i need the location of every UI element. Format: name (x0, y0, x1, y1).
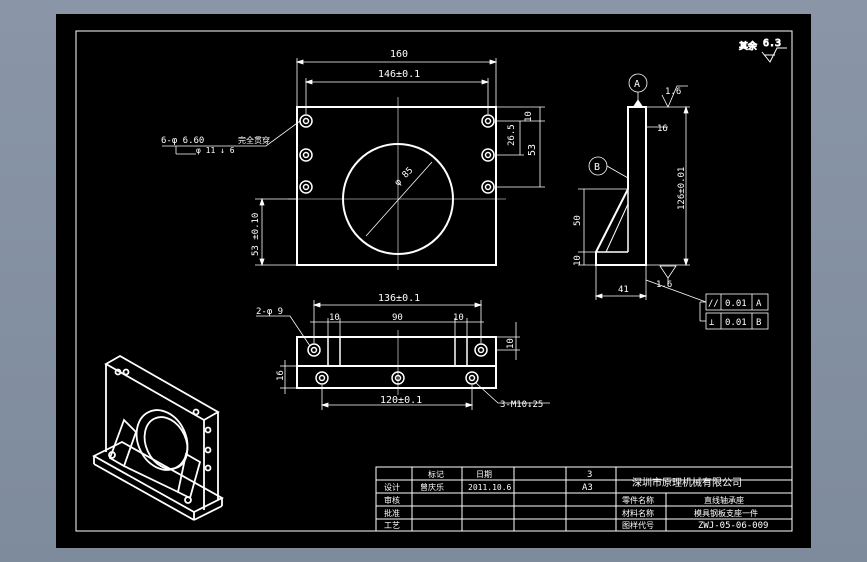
dim-overall-width: 160 (390, 49, 408, 60)
dim-side-50: 50 (573, 215, 583, 226)
tb-lbl-drawno: 图样代号 (622, 520, 654, 530)
tb-company: 深圳市原理机械有限公司 (632, 476, 742, 489)
tb-head-2: 日期 (476, 470, 492, 479)
tb-paper-size: A3 (582, 483, 593, 493)
dim-front-height: 53 ±0.10 (251, 213, 261, 256)
datum-b-label: B (594, 162, 600, 173)
dim-bottom-120: 120±0.1 (380, 395, 422, 406)
dim-bottom-136: 136±0.1 (378, 293, 420, 304)
front-plate-outline (296, 106, 497, 266)
bottom-outline (296, 336, 497, 389)
dim-bottom-16: 16 (276, 370, 286, 381)
dim-side-height: 126±0.01 (677, 167, 687, 210)
surface-finish-symbol: 其余 6.3 (739, 38, 787, 63)
datum-a-label: A (634, 79, 640, 90)
dim-53: 53 (527, 144, 538, 156)
tb-lbl-material: 材料名称 (622, 508, 654, 518)
dim-bottom-left-10: 10 (329, 313, 340, 323)
tb-lbl-process: 工艺 (384, 521, 400, 530)
roughness-top: 1.6 (665, 87, 681, 97)
tol-row1-datum: A (756, 299, 762, 309)
dim-bottom-right-10: 10 (453, 313, 464, 323)
dim-26-5: 26.5 (507, 124, 517, 146)
dim-side-16: 16 (657, 124, 668, 134)
tb-lbl-design: 设计 (384, 482, 400, 492)
front-view (162, 58, 545, 270)
tb-designer: 曾庆乐 (420, 482, 444, 492)
tol-row2-datum: B (756, 318, 761, 328)
finish-prefix: 其余 (739, 40, 757, 52)
side-view (578, 73, 769, 330)
tb-drawing-no: ZWJ-05-06-009 (698, 521, 768, 531)
tb-sub-name: 模具钢板支座一件 (694, 508, 758, 518)
dim-side-41: 41 (618, 285, 629, 295)
title-block (375, 466, 793, 532)
tol-row1-symbol: // (708, 299, 719, 309)
dim-bottom-side-10: 10 (506, 338, 516, 349)
roughness-bottom: 1.6 (656, 280, 672, 290)
tol-row2-value: 0.01 (725, 318, 747, 328)
callout-3-threads: 3-M10↓25 (500, 400, 543, 410)
tb-date: 2011.10.6 (468, 483, 512, 492)
isometric-view (92, 354, 224, 521)
dim-hole-spacing: 146±0.1 (378, 69, 420, 80)
dim-top-10: 10 (524, 111, 534, 122)
tol-row1-value: 0.01 (725, 299, 747, 309)
finish-value: 6.3 (763, 38, 781, 49)
drawing-sheet (56, 14, 811, 548)
dim-bottom-90: 90 (392, 313, 403, 323)
tol-row2-symbol: ⊥ (709, 318, 715, 328)
hole-callout-line2: φ 11 ↓ 6 (196, 146, 235, 155)
tb-sheet-count: 3 (587, 470, 592, 480)
dim-side-10: 10 (573, 255, 583, 266)
bottom-view (256, 300, 550, 410)
tb-lbl-approve: 批准 (384, 508, 400, 518)
hole-callout-note: 完全贯穿 (238, 135, 270, 145)
hole-callout-line1: 6-φ 6.60 (161, 136, 204, 146)
callout-2-holes: 2-φ 9 (256, 307, 283, 317)
tb-lbl-check: 审核 (384, 495, 400, 505)
tb-part-name: 直线轴承座 (704, 495, 744, 505)
tb-head-1: 标记 (428, 469, 444, 479)
tb-lbl-part: 零件名称 (622, 495, 654, 505)
